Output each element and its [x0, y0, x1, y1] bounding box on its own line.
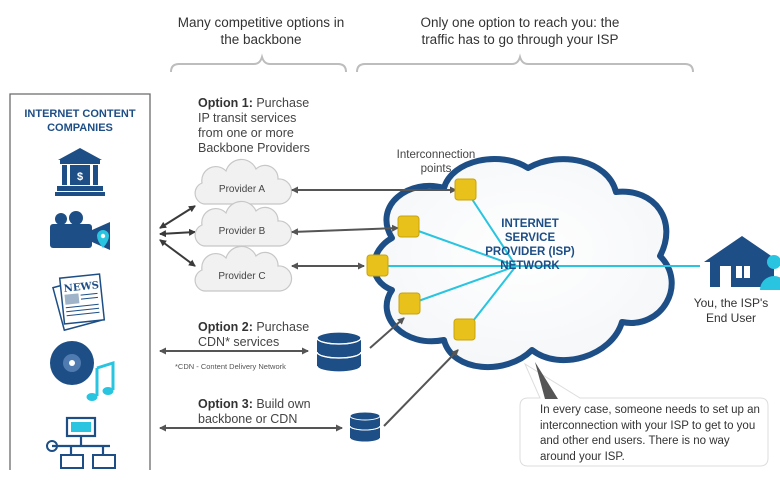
provider-c-cloud	[194, 245, 293, 292]
house-icon	[704, 236, 780, 287]
content-companies-title: INTERNET CONTENT COMPANIES	[24, 108, 136, 134]
svg-text:$: $	[77, 171, 83, 183]
arrow-provider-b-isp	[291, 224, 399, 236]
network-icon	[46, 416, 116, 469]
provider-b-cloud	[194, 200, 293, 247]
svg-text:NEWS: NEWS	[63, 280, 99, 295]
backbone-heading: Many competitive options in the backbone	[177, 15, 345, 47]
isp-network-label: INTERNET SERVICE PROVIDER (ISP) NETWORK	[485, 218, 575, 272]
option3-description: Build own backbone or CDN	[198, 397, 311, 426]
option1-label: Option 1:	[198, 96, 253, 110]
isp-heading: Only one option to reach you: the traffi…	[420, 15, 620, 47]
own-database-icon	[349, 411, 381, 443]
bank-icon: $	[55, 148, 105, 196]
cdn-footnote: *CDN - Content Delivery Network	[175, 362, 286, 371]
option2-text: Option 2: Purchase CDN* services	[198, 320, 318, 350]
newspaper-icon: NEWS	[52, 273, 106, 332]
option3-label: Option 3:	[198, 397, 253, 411]
content-companies-panel	[9, 93, 151, 470]
arrow-panel-provider-c	[159, 239, 196, 267]
callout-text: In every case, someone needs to set up a…	[540, 404, 760, 463]
disc-music-icon	[50, 341, 115, 401]
end-user-label: You, the ISP's End User	[693, 296, 769, 325]
provider-a-label: Provider A	[218, 184, 266, 195]
arrow-own-isp	[383, 349, 459, 427]
option2-label: Option 2:	[198, 320, 253, 334]
option3-text: Option 3: Build own backbone or CDN	[198, 397, 318, 427]
isp-to-user-lines	[378, 189, 700, 331]
provider-a-cloud	[194, 158, 293, 205]
user-icon	[760, 255, 780, 290]
option2-description: Purchase CDN* services	[198, 320, 310, 349]
arrow-cdn-isp	[369, 317, 405, 349]
cdn-database-icon	[316, 331, 362, 373]
option1-description: Purchase IP transit services from one or…	[198, 96, 310, 155]
interconnection-label: Interconnection points	[396, 149, 476, 175]
isp-network-cloud	[371, 155, 675, 371]
note-callout	[519, 362, 769, 467]
callout-pointer	[535, 362, 558, 399]
arrow-panel-provider-b	[159, 228, 196, 238]
provider-c-label: Provider C	[218, 271, 266, 282]
isp-brace	[356, 53, 694, 73]
option1-text: Option 1: Purchase IP transit services f…	[198, 96, 323, 156]
arrow-panel-provider-a	[159, 205, 196, 229]
interconnection-points	[366, 178, 477, 341]
provider-b-label: Provider B	[218, 226, 266, 237]
video-camera-icon	[50, 211, 110, 250]
backbone-brace	[170, 53, 347, 73]
